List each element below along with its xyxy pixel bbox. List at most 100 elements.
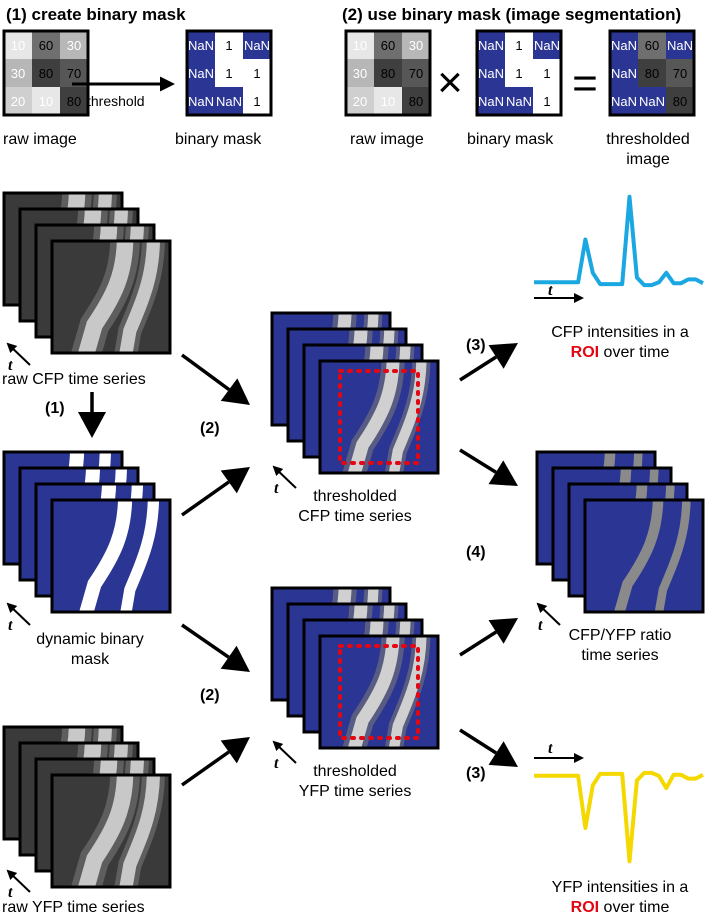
grid-border xyxy=(2,29,90,117)
grid-cell xyxy=(505,59,533,87)
stripe xyxy=(347,636,400,748)
grid-cell-value: 10 xyxy=(353,38,367,53)
grid-cell xyxy=(215,31,243,59)
step-label-2b: (2) xyxy=(200,687,220,704)
grid-cell-value: NaN xyxy=(639,94,665,109)
flow-arrow-head xyxy=(220,378,250,405)
stripe xyxy=(613,500,664,612)
grid-cell-value: 1 xyxy=(515,38,522,53)
grid-cell xyxy=(60,59,88,87)
thresholded-yfp-caption-line1: thresholded xyxy=(313,763,397,780)
grid-cell xyxy=(477,31,505,59)
grid-cell xyxy=(60,87,88,115)
grid-cell xyxy=(402,59,430,87)
cfp-over-time-text: over time xyxy=(599,344,669,361)
flow-arrow-head xyxy=(78,412,106,438)
grid-cell xyxy=(533,59,561,87)
grid-cell xyxy=(374,31,402,59)
roi-box xyxy=(338,369,420,465)
flow-arrow-head xyxy=(488,343,518,369)
frame-border xyxy=(318,634,440,750)
cfp-intensity-chart: t xyxy=(534,194,704,303)
grid-cell-value: 20 xyxy=(353,94,367,109)
grid-cell-value: NaN xyxy=(188,66,214,81)
grid-cell-value: NaN xyxy=(478,38,504,53)
grid-cell xyxy=(477,59,505,87)
raw-image-caption: raw image xyxy=(3,131,77,148)
frame-border xyxy=(50,498,172,614)
ratio-caption-line1: CFP/YFP ratio xyxy=(569,627,672,644)
grid-cell-value: 80 xyxy=(673,94,687,109)
thresholded-cfp-caption-line2: CFP time series xyxy=(298,508,412,525)
dynamic-mask-stack xyxy=(2,450,172,614)
grid-border xyxy=(608,29,696,117)
stripe xyxy=(654,500,691,612)
flow-arrow-head xyxy=(488,460,518,486)
grid-cell-value: 1 xyxy=(543,66,550,81)
binary-mask-caption: binary mask xyxy=(175,131,262,148)
grid-cell xyxy=(638,31,666,59)
stripe xyxy=(388,361,427,473)
frame-content xyxy=(79,500,160,612)
grid-cell-value: NaN xyxy=(478,66,504,81)
grid-cell-value: NaN xyxy=(188,94,214,109)
grid-cell xyxy=(187,59,215,87)
grid-cell xyxy=(505,31,533,59)
grid-cell-value: 20 xyxy=(11,94,25,109)
grid-cell xyxy=(610,59,638,87)
grid-cell xyxy=(4,31,32,59)
ratio-stack xyxy=(535,450,705,614)
frame-content xyxy=(342,361,431,473)
grid-cell-value: 70 xyxy=(673,66,687,81)
flow-arrow-head xyxy=(488,741,518,767)
grid-cell-value: NaN xyxy=(244,38,270,53)
grid-cell xyxy=(638,59,666,87)
grid-cell xyxy=(60,31,88,59)
grid-cell xyxy=(243,87,271,115)
flow-arrow-shaft xyxy=(459,355,498,382)
grid-cell-value: 80 xyxy=(645,66,659,81)
time-arrow xyxy=(6,602,31,626)
grid-cell-value: 80 xyxy=(409,94,423,109)
frame-border xyxy=(583,498,705,614)
grid-cell xyxy=(533,87,561,115)
frame-border xyxy=(50,239,172,355)
multiply-symbol: × xyxy=(437,58,463,107)
grid-cell-value: 30 xyxy=(353,66,367,81)
binary-mask-caption-2: binary mask xyxy=(467,131,554,148)
time-arrow xyxy=(6,869,31,893)
grid-cell-value: 1 xyxy=(253,94,260,109)
thresholded-cfp-caption-line1: thresholded xyxy=(313,488,397,505)
grid-cell-value: NaN xyxy=(506,94,532,109)
grid-border xyxy=(185,29,273,117)
grid-cell-value: 80 xyxy=(39,66,53,81)
step-label-3b: (3) xyxy=(466,765,486,782)
grid-cell xyxy=(610,31,638,59)
cfp-roi-word: ROI xyxy=(571,344,599,361)
equals-symbol: = xyxy=(572,59,598,108)
grid-cell xyxy=(374,87,402,115)
grid-cell xyxy=(215,59,243,87)
step-label-1: (1) xyxy=(45,400,65,417)
grid-cell-value: 1 xyxy=(253,66,260,81)
stripe xyxy=(77,241,134,353)
grid-cell-value: 1 xyxy=(225,38,232,53)
grid-cell-value: 10 xyxy=(39,94,53,109)
grid-cell xyxy=(346,31,374,59)
grid-cell xyxy=(666,59,694,87)
grid-cell-value: 1 xyxy=(543,94,550,109)
frame-border xyxy=(318,359,440,475)
flow-arrow-shaft xyxy=(180,353,231,392)
grid-cell xyxy=(4,59,32,87)
time-arrow-label: t xyxy=(8,617,13,634)
grid-cell-value: 30 xyxy=(67,38,81,53)
dynamic-mask-caption-line1: dynamic binary xyxy=(36,631,144,648)
stripe xyxy=(79,500,133,612)
grid-cell-value: 1 xyxy=(515,66,522,81)
grid-cell-value: 60 xyxy=(381,38,395,53)
grid-cell xyxy=(402,87,430,115)
flow-arrow-head xyxy=(220,645,250,672)
stripe xyxy=(388,636,427,748)
